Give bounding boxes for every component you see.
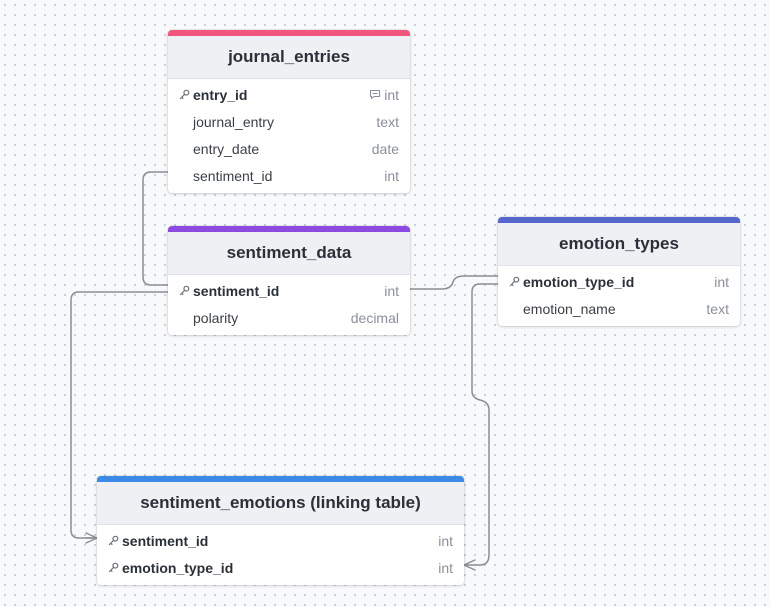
column-type: text (376, 113, 399, 130)
table-title: journal_entries (228, 47, 350, 66)
column-type: text (706, 300, 729, 317)
table-columns: emotion_type_id int emotion_name text (498, 266, 740, 326)
column-type: date (371, 140, 399, 157)
key-icon (108, 562, 122, 573)
table-columns: sentiment_id int polarity decimal (168, 275, 410, 335)
column-row[interactable]: polarity decimal (168, 304, 410, 331)
table-columns: entry_id int journal_entry text entry_da… (168, 79, 410, 193)
column-name: entry_id (193, 86, 248, 103)
column-type: int (714, 273, 729, 290)
table-header[interactable]: sentiment_data (168, 226, 410, 275)
column-name: sentiment_id (193, 282, 280, 299)
column-row[interactable]: sentiment_id int (168, 277, 410, 304)
table-title: emotion_types (559, 234, 679, 253)
key-icon (108, 535, 122, 546)
table-sentiment-data[interactable]: sentiment_data sentiment_id int polarity… (168, 226, 410, 335)
column-name: entry_date (193, 140, 260, 157)
column-name: emotion_type_id (122, 559, 234, 576)
table-header[interactable]: sentiment_emotions (linking table) (97, 476, 464, 525)
column-name: journal_entry (193, 113, 274, 130)
column-row[interactable]: journal_entry text (168, 108, 410, 135)
column-row[interactable]: entry_id int (168, 81, 410, 108)
column-row[interactable]: sentiment_id int (97, 527, 464, 554)
column-row[interactable]: emotion_name text (498, 295, 740, 322)
crows-foot-marker (85, 532, 98, 544)
column-name: polarity (193, 309, 239, 326)
table-columns: sentiment_id int emotion_type_id int (97, 525, 464, 585)
column-row[interactable]: emotion_type_id int (97, 554, 464, 581)
column-name: emotion_name (523, 300, 616, 317)
column-name: sentiment_id (122, 532, 209, 549)
crows-foot-marker (463, 559, 476, 571)
column-type: int (384, 282, 399, 299)
table-sentiment-emotions[interactable]: sentiment_emotions (linking table) senti… (97, 476, 464, 585)
comment-icon[interactable] (369, 89, 381, 100)
column-name: sentiment_id (193, 167, 273, 184)
edge-emotion-types-linking[interactable] (463, 283, 499, 566)
key-icon (179, 89, 193, 100)
table-emotion-types[interactable]: emotion_types emotion_type_id int emotio… (498, 217, 740, 326)
column-row[interactable]: sentiment_id int (168, 162, 410, 189)
column-type: decimal (350, 309, 399, 326)
key-icon (509, 276, 523, 287)
edge-sentiment-emotion-types[interactable] (409, 275, 499, 290)
column-name: emotion_type_id (523, 273, 635, 290)
table-title: sentiment_data (226, 243, 352, 262)
table-header[interactable]: journal_entries (168, 30, 410, 79)
table-title: sentiment_emotions (linking table) (140, 493, 421, 512)
column-type: int (438, 559, 453, 576)
column-row[interactable]: emotion_type_id int (498, 268, 740, 295)
column-type: int (384, 86, 399, 103)
key-icon (179, 285, 193, 296)
column-type: int (384, 167, 399, 184)
column-type: int (438, 532, 453, 549)
column-type-cell: int (369, 87, 399, 103)
table-journal-entries[interactable]: journal_entries entry_id int journal_ent… (168, 30, 410, 193)
edge-journal-sentiment[interactable] (142, 171, 169, 286)
table-header[interactable]: emotion_types (498, 217, 740, 266)
column-row[interactable]: entry_date date (168, 135, 410, 162)
